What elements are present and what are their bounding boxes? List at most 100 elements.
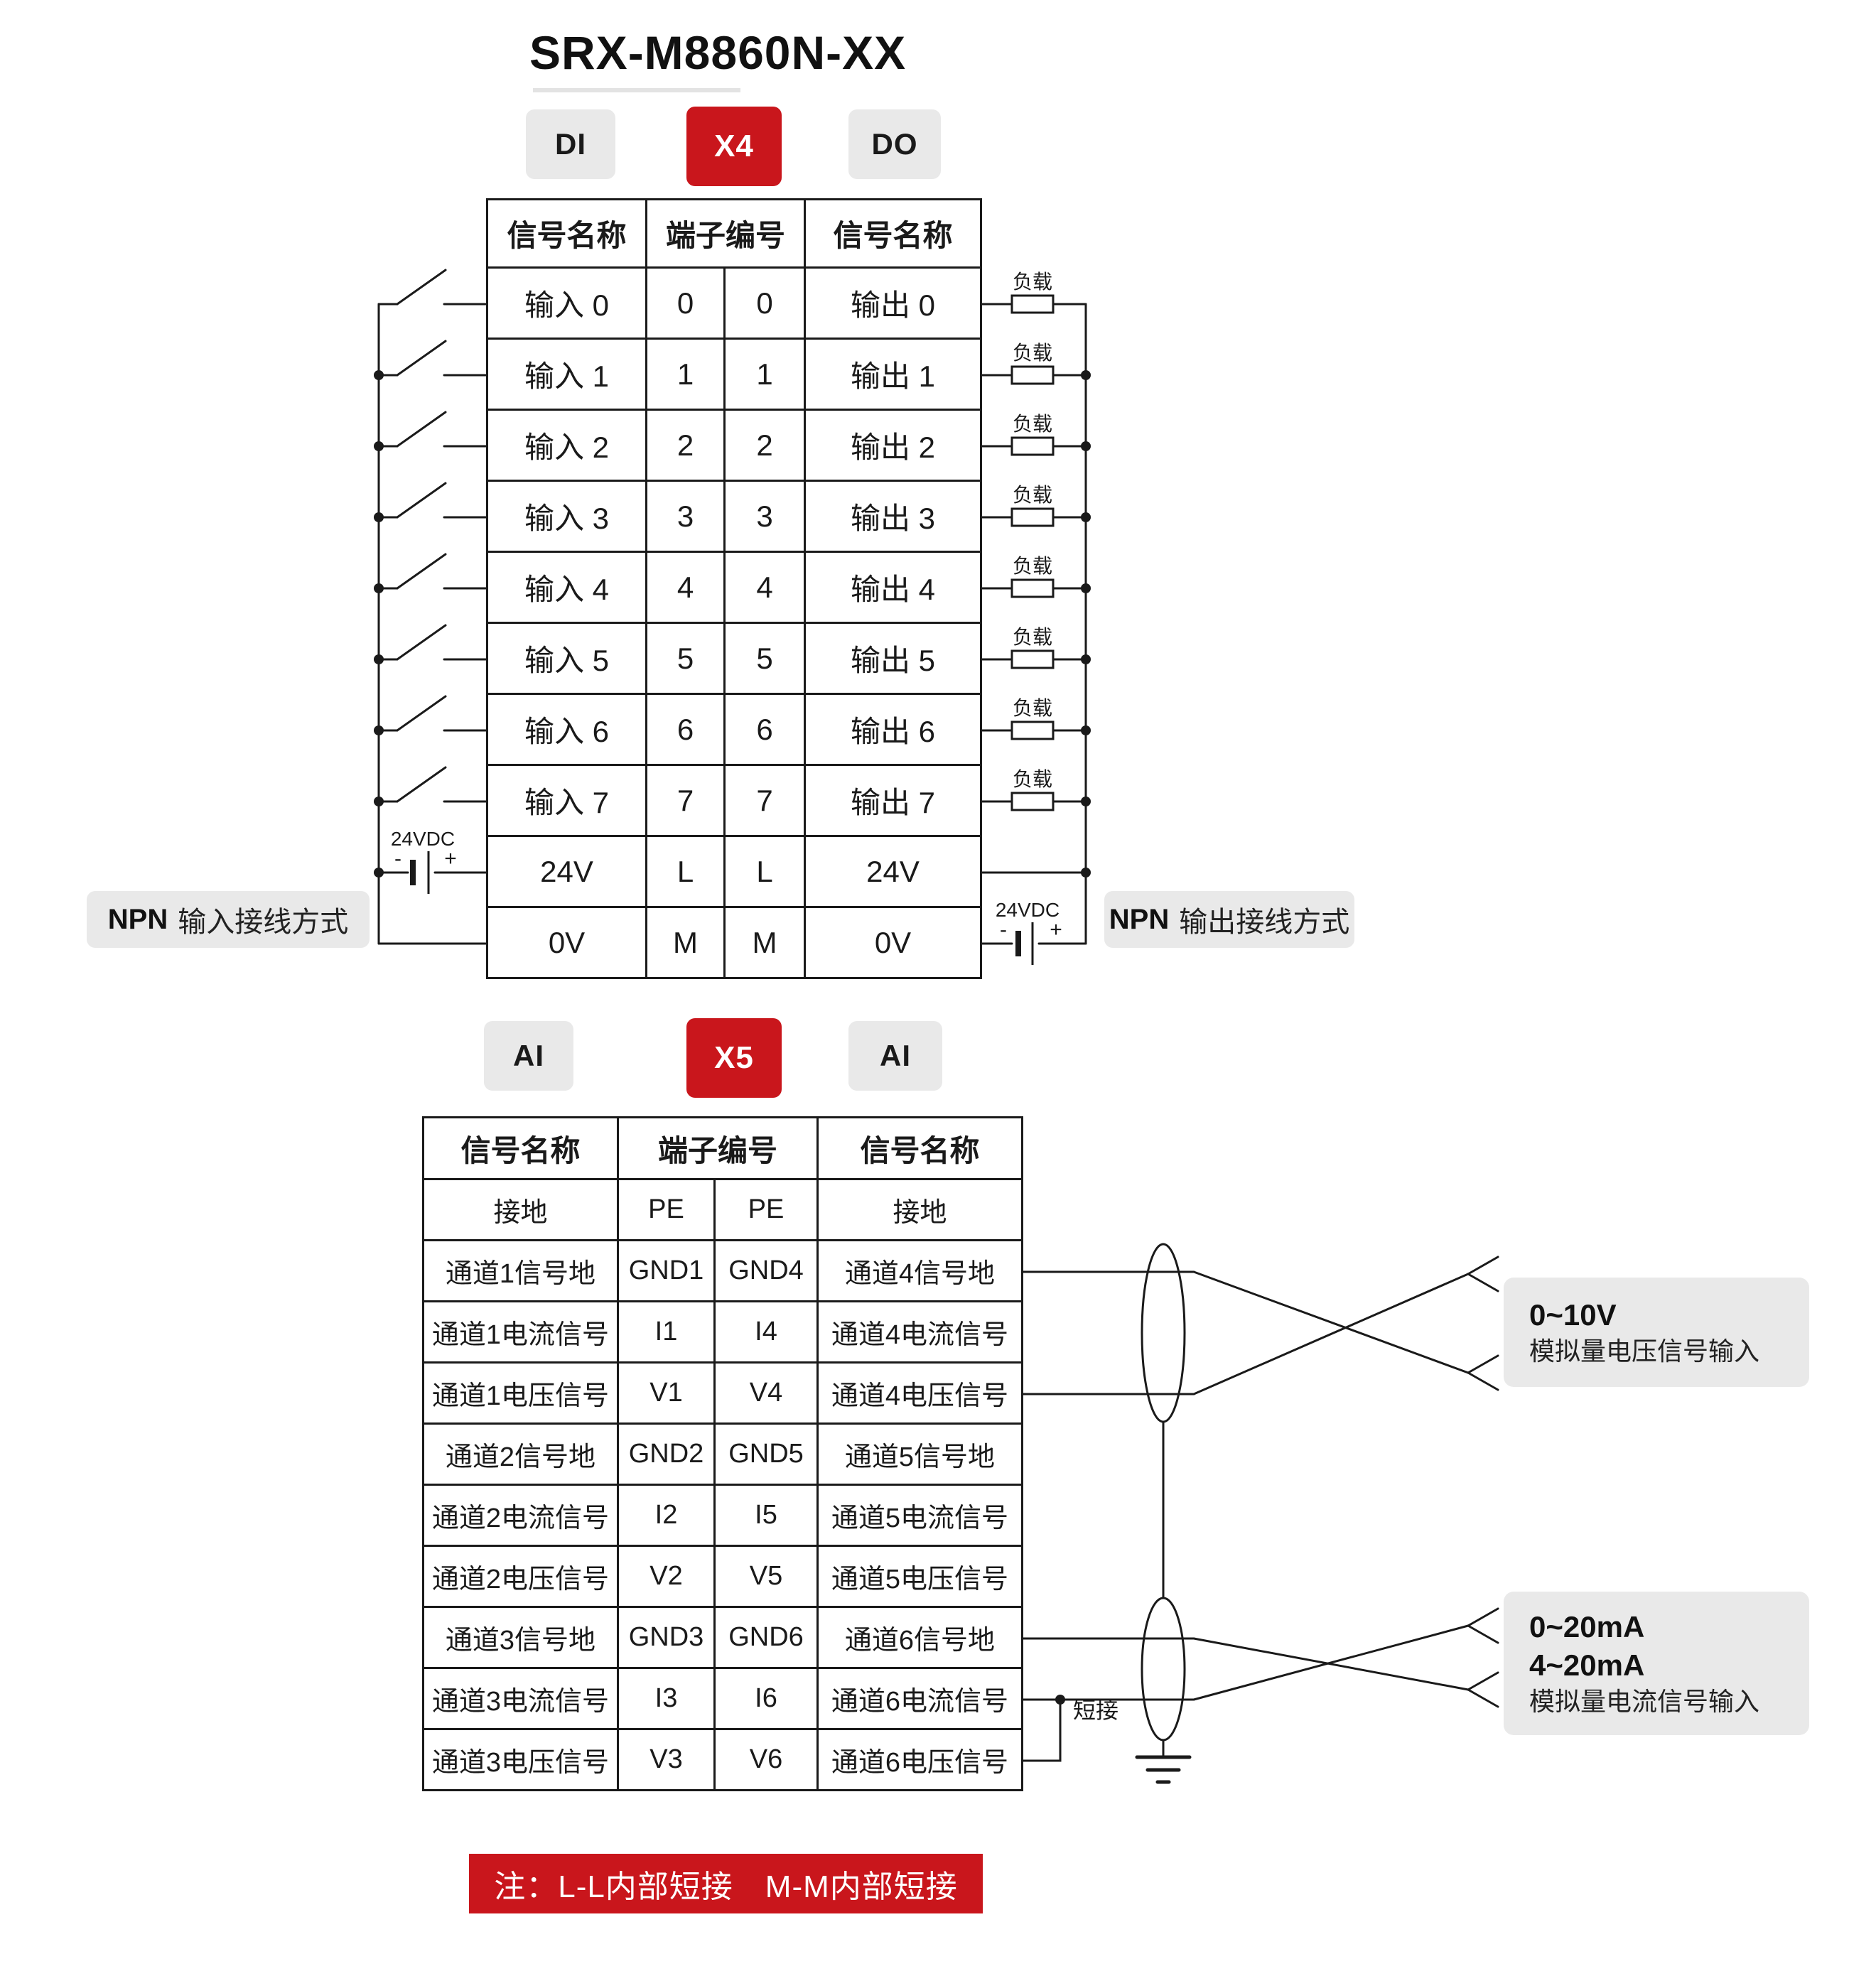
battery-icon-output xyxy=(1015,922,1034,965)
terminal-cell-right: 输出 5 xyxy=(806,624,982,695)
terminal-cell-left: 通道1信号地 xyxy=(424,1241,619,1302)
terminal-cell-right: 通道5电流信号 xyxy=(819,1486,1023,1547)
terminal-cell-left: 接地 xyxy=(424,1180,619,1241)
terminal-cell-right: 通道5信号地 xyxy=(819,1425,1023,1486)
load-label: 负载 xyxy=(1013,484,1052,506)
npn-output-note-text: 输出接线方式 xyxy=(1179,907,1350,938)
load-resistor-icon xyxy=(979,365,1087,385)
battery-plus-sign: + xyxy=(444,847,457,870)
terminal-cell-t2: I4 xyxy=(716,1302,819,1364)
terminal-cell-right: 24V xyxy=(806,837,982,908)
load-resistor-icon xyxy=(979,649,1087,669)
column-header-signal-right: 信号名称 xyxy=(819,1118,1023,1180)
terminal-cell-right: 输出 7 xyxy=(806,766,982,837)
analog-current-cable xyxy=(1020,1597,1499,1762)
terminal-cell-t1: 0 xyxy=(647,269,726,340)
terminal-cell-t1: 6 xyxy=(647,695,726,766)
terminal-cell-t2: 5 xyxy=(726,624,806,695)
terminal-cell-right: 输出 0 xyxy=(806,269,982,340)
wire-end-fork-icon xyxy=(1467,1607,1499,1644)
npn-input-note-text: 输入接线方式 xyxy=(178,907,349,938)
load-resistor-icon xyxy=(979,792,1087,811)
terminal-cell-left: 输入 4 xyxy=(488,553,647,624)
wire-end-fork-icon xyxy=(1467,1256,1499,1292)
jumper-junction-dot xyxy=(1055,1695,1065,1705)
terminal-cell-right: 通道6信号地 xyxy=(819,1608,1023,1669)
do-output-wiring xyxy=(979,294,1087,945)
load-label: 负载 xyxy=(1013,697,1052,719)
terminal-cell-t2: 2 xyxy=(726,411,806,482)
terminal-cell-t2: PE xyxy=(716,1180,819,1241)
load-resistor-icon xyxy=(979,578,1087,598)
switch-icon xyxy=(377,624,487,661)
terminal-cell-left: 输入 6 xyxy=(488,695,647,766)
short-jumper-wire xyxy=(1020,1698,1062,1762)
load-resistor-icon xyxy=(979,294,1087,314)
terminal-cell-t2: 6 xyxy=(726,695,806,766)
terminal-cell-right: 通道5电压信号 xyxy=(819,1547,1023,1608)
terminal-cell-t2: 0 xyxy=(726,269,806,340)
terminal-cell-left: 输入 2 xyxy=(488,411,647,482)
terminal-cell-t2: I6 xyxy=(716,1669,819,1730)
switch-icon xyxy=(377,482,487,519)
terminal-cell-left: 输入 1 xyxy=(488,340,647,411)
terminal-cell-left: 通道1电压信号 xyxy=(424,1364,619,1425)
load-resistor-icon xyxy=(979,720,1087,740)
title-underline xyxy=(533,88,740,92)
terminal-cell-right: 输出 1 xyxy=(806,340,982,411)
terminal-cell-t2: I5 xyxy=(716,1486,819,1547)
load-label: 负载 xyxy=(1013,555,1052,577)
terminal-cell-left: 0V xyxy=(488,908,647,979)
badge-ai-right: AI xyxy=(848,1021,942,1091)
wire-end-fork-icon xyxy=(1467,1354,1499,1391)
terminal-cell-left: 通道3电流信号 xyxy=(424,1669,619,1730)
terminal-cell-right: 接地 xyxy=(819,1180,1023,1241)
load-resistor-icon xyxy=(979,507,1087,527)
current-signal-note: 0~20mA 4~20mA 模拟量电流信号输入 xyxy=(1504,1592,1809,1735)
battery-plus-sign: + xyxy=(1050,918,1062,941)
column-header-signal-right: 信号名称 xyxy=(806,200,982,269)
terminal-cell-t1: V2 xyxy=(619,1547,716,1608)
wire-end-fork-icon xyxy=(1467,1671,1499,1708)
badge-x5-connector: X5 xyxy=(686,1018,782,1098)
terminal-cell-t2: GND6 xyxy=(716,1608,819,1669)
terminal-cell-right: 通道6电流信号 xyxy=(819,1669,1023,1730)
output-supply-label: 24VDC xyxy=(996,899,1060,921)
terminal-cell-left: 24V xyxy=(488,837,647,908)
load-label: 负载 xyxy=(1013,271,1052,293)
terminal-cell-t2: V5 xyxy=(716,1547,819,1608)
terminal-cell-right: 通道4信号地 xyxy=(819,1241,1023,1302)
switch-icon xyxy=(377,411,487,448)
npn-output-note: NPN 输出接线方式 xyxy=(1104,891,1354,948)
badge-x4-connector: X4 xyxy=(686,107,782,186)
terminal-cell-left: 输入 5 xyxy=(488,624,647,695)
switch-icon xyxy=(377,269,487,306)
terminal-cell-t1: 4 xyxy=(647,553,726,624)
switch-icon xyxy=(377,766,487,803)
terminal-cell-left: 通道2信号地 xyxy=(424,1425,619,1486)
terminal-cell-left: 通道2电压信号 xyxy=(424,1547,619,1608)
current-range-label-1: 0~20mA xyxy=(1529,1610,1645,1644)
input-supply-label: 24VDC xyxy=(391,828,455,850)
switch-icon xyxy=(377,553,487,590)
terminal-cell-left: 通道3电压信号 xyxy=(424,1730,619,1791)
battery-minus-sign: - xyxy=(394,847,401,870)
terminal-cell-t2: V6 xyxy=(716,1730,819,1791)
terminal-cell-t1: I1 xyxy=(619,1302,716,1364)
switch-icon xyxy=(377,695,487,732)
earth-ground-icon xyxy=(1135,1755,1192,1784)
battery-minus-sign: - xyxy=(1000,918,1007,941)
terminal-cell-left: 通道1电流信号 xyxy=(424,1302,619,1364)
terminal-cell-t2: GND5 xyxy=(716,1425,819,1486)
terminal-cell-t1: V1 xyxy=(619,1364,716,1425)
terminal-cell-t1: 3 xyxy=(647,482,726,553)
column-header-terminal-number: 端子编号 xyxy=(619,1118,819,1180)
terminal-cell-t1: I3 xyxy=(619,1669,716,1730)
terminal-cell-t1: 2 xyxy=(647,411,726,482)
current-note-text: 模拟量电流信号输入 xyxy=(1529,1687,1760,1717)
terminal-cell-right: 输出 3 xyxy=(806,482,982,553)
do-junction-dots xyxy=(1081,370,1091,878)
voltage-signal-note: 0~10V 模拟量电压信号输入 xyxy=(1504,1278,1809,1387)
cable-shield-icon xyxy=(1141,1597,1186,1742)
terminal-cell-t1: GND3 xyxy=(619,1608,716,1669)
